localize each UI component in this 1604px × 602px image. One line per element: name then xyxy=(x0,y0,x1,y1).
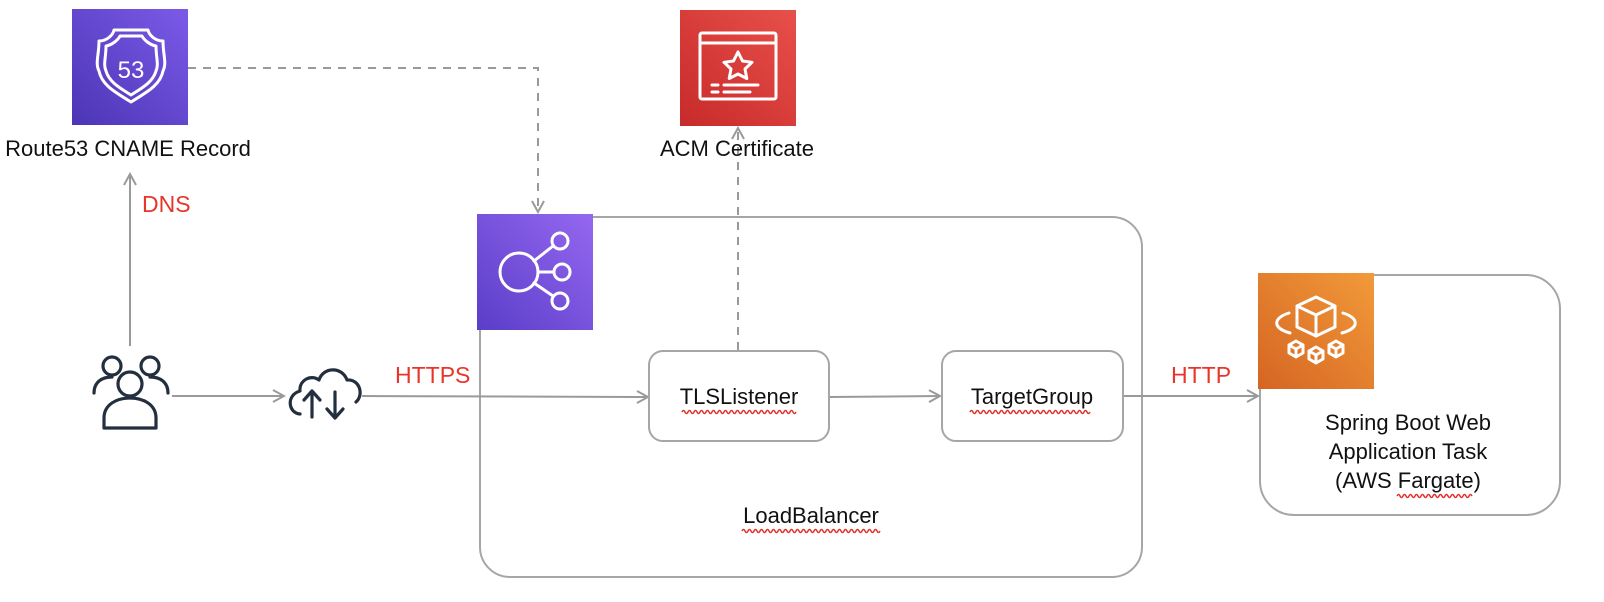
https-edge-label: HTTPS xyxy=(395,362,470,388)
fargate-cube-icon xyxy=(1258,273,1374,389)
http-edge-label: HTTP xyxy=(1171,362,1231,388)
cloud-transfer-icon xyxy=(288,368,362,420)
tls-listener-spellcheck-underline xyxy=(681,409,797,415)
target-group-label: TargetGroup xyxy=(971,384,1093,409)
tls-listener-box xyxy=(648,350,830,442)
users-icon xyxy=(92,355,170,430)
load-balancer-icon xyxy=(477,214,593,330)
target-group-box xyxy=(941,350,1124,442)
fargate-task-label-line-2: Application Task xyxy=(1329,439,1489,464)
tls-listener-label: TLSListener xyxy=(680,384,799,409)
dns-edge-label: DNS xyxy=(142,191,191,217)
fargate-task-label-line-3: (AWS Fargate) xyxy=(1335,468,1481,493)
fargate-spellcheck-underline xyxy=(1396,493,1473,499)
route53-shield-icon: 53 xyxy=(72,9,188,125)
load-balancer-spellcheck-underline xyxy=(741,528,881,534)
load-balancer-label: LoadBalancer xyxy=(743,503,879,528)
certificate-icon xyxy=(680,10,796,126)
target-group-spellcheck-underline xyxy=(969,409,1091,415)
cloud-to-tlslistener-connector xyxy=(361,396,648,397)
route53-label: Route53 CNAME Record xyxy=(5,136,251,161)
route53-badge-number: 53 xyxy=(118,57,145,84)
acm-label: ACM Certificate xyxy=(660,136,814,161)
fargate-task-label-line-1: Spring Boot Web xyxy=(1325,410,1491,435)
tlslistener-to-targetgroup-connector xyxy=(829,396,940,397)
route53-to-loadbalancer-connector xyxy=(188,67,538,212)
